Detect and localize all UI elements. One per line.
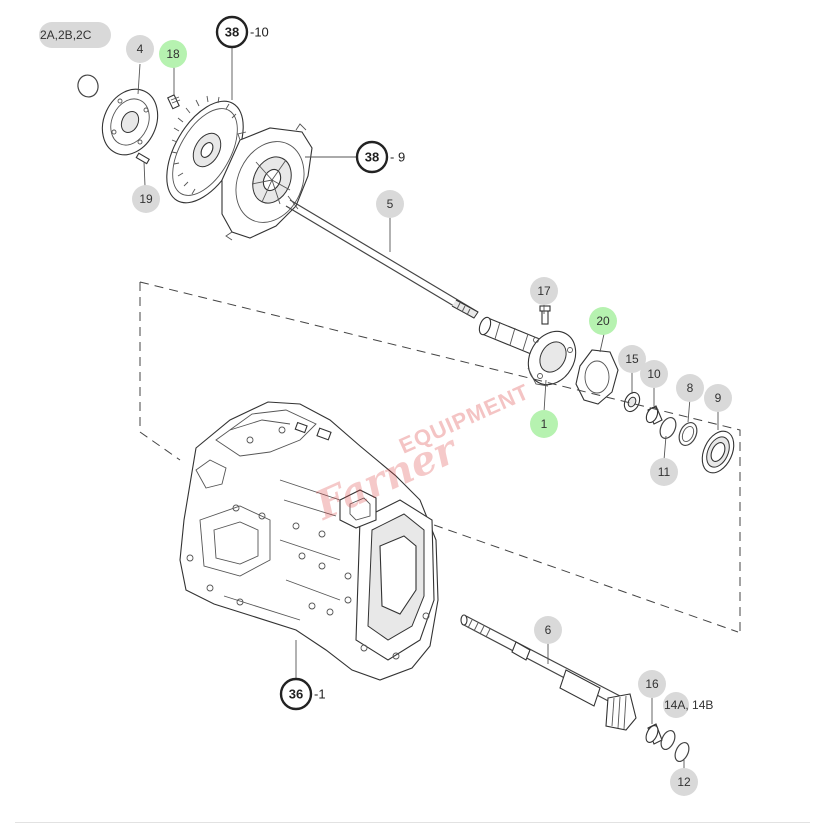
assembly-outline [139,281,741,632]
callout-16: 16 [638,670,666,698]
input-shaft-part [285,195,479,319]
seal-part [623,391,641,413]
callout-8-label: 8 [687,381,694,395]
callout-18-label: 18 [166,47,180,61]
washer-part [678,422,698,446]
bottom-divider [15,822,810,823]
ring-ref-38-9-number: 38 [365,150,379,165]
ring-ref-38-9-suffix: - 9 [390,150,405,165]
callout-20: 20 [589,307,617,335]
callout-17: 17 [530,277,558,305]
o-ring-part [77,74,99,98]
bearing-retainer-part [478,316,577,387]
retaining-ring-part [674,741,690,763]
callout-9-label: 9 [715,391,722,405]
pilot-plate-part [101,88,159,156]
output-shaft-part [460,614,637,731]
callout-17-label: 17 [537,284,551,298]
label-14a-14b: 14A, 14B [663,692,713,718]
pin-part [135,152,150,165]
callout-11-label: 11 [658,465,671,479]
ring-ref-36-1-number: 36 [289,687,303,702]
callout-6-label: 6 [545,623,552,637]
callout-1: 1 [530,410,558,438]
label-2a-2b-2c-text: 2A,2B,2C [40,28,92,42]
callout-12-label: 12 [677,775,691,789]
callout-15: 15 [618,345,646,373]
callout-10-label: 10 [647,367,661,381]
ring-ref-36-1: 36 -1 [279,677,326,711]
thrust-washer-part [660,729,676,751]
ring-ref-38-10-number: 38 [225,25,239,40]
callout-11: 11 [650,458,678,486]
callout-8: 8 [676,374,704,402]
callout-16-label: 16 [645,677,659,691]
needle-bearing-part [645,723,663,745]
leader-lines [137,47,719,770]
callout-9: 9 [704,384,732,412]
retainer-bolt-part [539,305,551,325]
callout-18: 18 [159,40,187,68]
pressure-plate-part [221,123,313,241]
gasket-part [575,349,619,405]
callout-5-label: 5 [387,197,394,211]
callout-4-label: 4 [137,42,144,56]
callout-6: 6 [534,616,562,644]
callout-12: 12 [670,768,698,796]
callout-15-label: 15 [625,352,639,366]
ring-ref-36-1-suffix: -1 [314,687,326,702]
callout-1-label: 1 [541,417,548,431]
label-2a-2b-2c: 2A,2B,2C [39,22,111,48]
ring-ref-38-10: 38 -10 [215,15,269,49]
watermark-block: EQUIPMENT [395,379,533,459]
transmission-housing-part [179,401,439,681]
ring-ref-38-9: 38 - 9 [355,140,405,174]
bolt-part [167,94,181,110]
callout-5: 5 [376,190,404,218]
callout-19: 19 [132,185,160,213]
callout-19-label: 19 [139,192,153,206]
label-14a-14b-text: 14A, 14B [664,698,713,712]
spacer-collar-part [645,405,663,425]
ring-ref-38-10-suffix: -10 [250,25,269,40]
callout-20-label: 20 [596,314,610,328]
snap-ring-part [659,417,677,439]
ball-bearing-part [701,430,735,474]
callout-10: 10 [640,360,668,388]
callout-4: 4 [126,35,154,63]
